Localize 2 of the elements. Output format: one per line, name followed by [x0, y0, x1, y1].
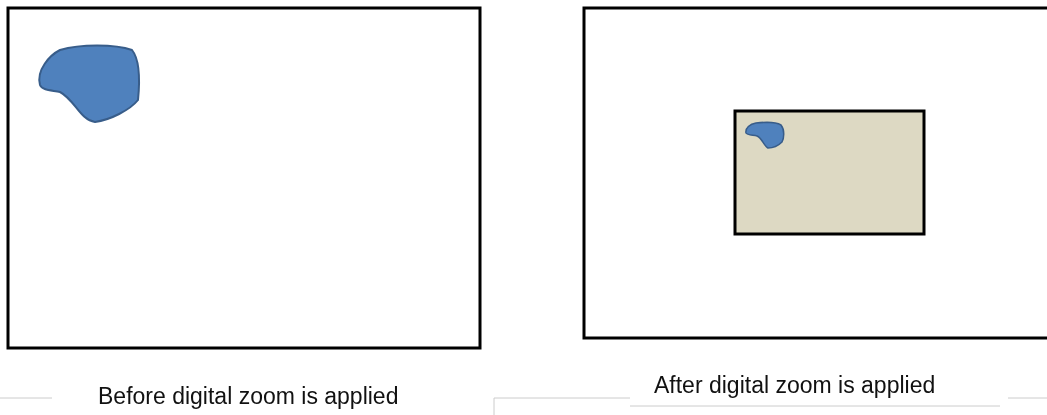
caption: Before digital zoom is applied: [98, 383, 399, 410]
caption: After digital zoom is applied: [654, 372, 936, 399]
